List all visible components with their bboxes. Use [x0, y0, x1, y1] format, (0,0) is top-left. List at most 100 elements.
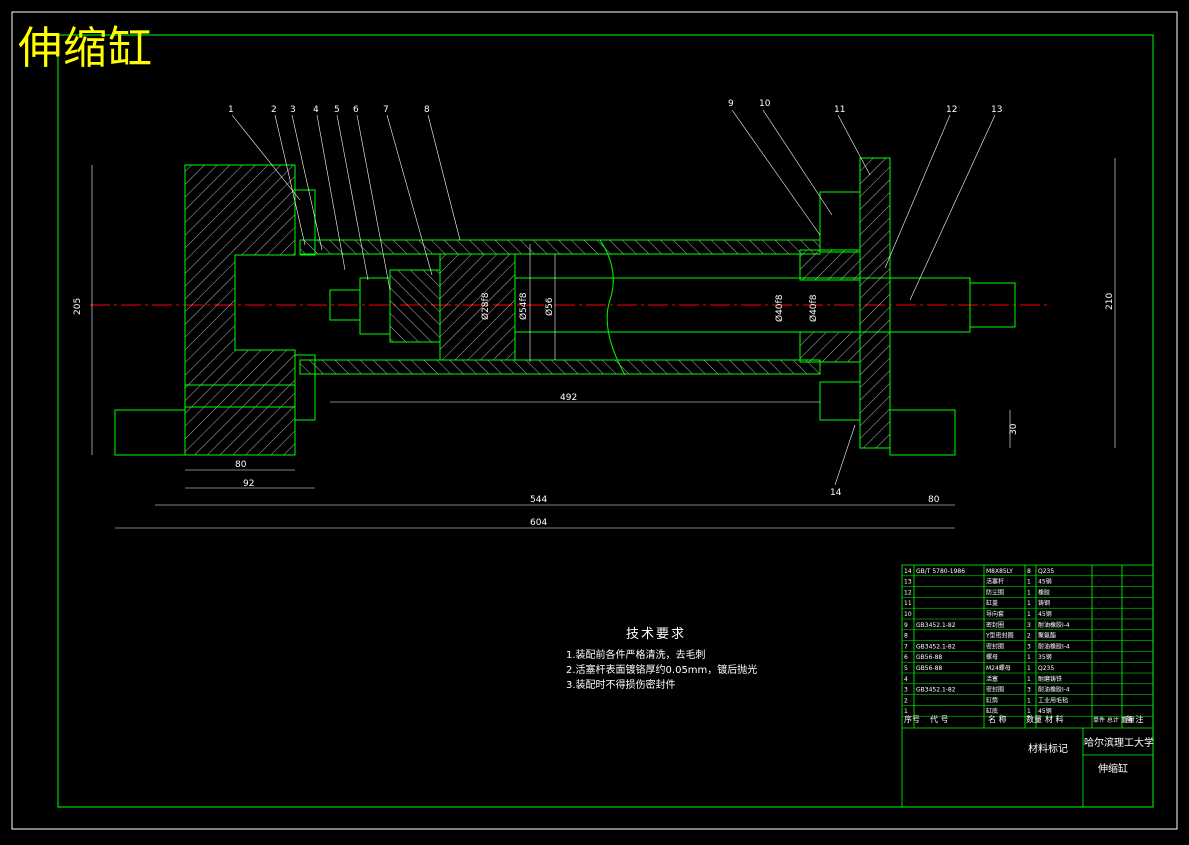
tech-line-3: 3.装配时不得损伤密封件 [566, 680, 676, 691]
material-mark: 材料标记 [1028, 742, 1068, 755]
bom-header-name: 名 称 [988, 714, 1007, 724]
dim-80a: 80 [235, 460, 247, 470]
dim-92: 92 [243, 479, 254, 489]
cylinder-assembly [114, 157, 1016, 456]
piston [439, 253, 516, 361]
bom-cell-qty: 1 [1027, 708, 1031, 715]
bom-cell-qty: 1 [1027, 697, 1031, 704]
bom-cell-qty: 3 [1027, 643, 1031, 650]
dim-30: 30 [1009, 423, 1019, 435]
bom-cell-mat: 橡胶 [1038, 588, 1050, 596]
bom-cell-mat: 45钢 [1038, 610, 1052, 618]
balloon-1: 1 [228, 105, 234, 115]
piston-nut [389, 269, 441, 343]
rod-nut-2 [359, 277, 391, 335]
bom-cell-qty: 3 [1027, 687, 1031, 694]
part-title: 伸缩缸 [1098, 762, 1128, 775]
bom-cell-name: 螺母 [986, 653, 998, 661]
bom-cell-mat: 45钢 [1038, 707, 1052, 715]
dim-544: 544 [530, 495, 547, 505]
bom-cell-code: GB3452.1-82 [916, 622, 956, 629]
bom-cell-code: GB56-88 [916, 665, 942, 672]
bom-cell-code: GB/T 5780-1986 [916, 568, 965, 575]
bom-cell-no: 11 [904, 600, 912, 607]
cylinder-head [859, 157, 891, 449]
bom-cell-no: 3 [904, 687, 908, 694]
bom-cell-name: 缸盖 [986, 599, 998, 607]
bom-cell-no: 4 [904, 676, 908, 683]
bom-header-code: 代 号 [930, 714, 949, 724]
bom-cell-mat: Q235 [1038, 665, 1054, 672]
bom-cell-no: 7 [904, 643, 908, 650]
inner-frame [57, 34, 1154, 808]
balloon-2: 2 [271, 105, 277, 115]
tube-flange-bottom [295, 354, 316, 421]
left-bolt [184, 384, 296, 408]
tube-top [299, 239, 821, 255]
break-line [599, 239, 626, 376]
bom-cell-name: M8X85LY [986, 568, 1013, 575]
tube-flange-top [295, 189, 316, 256]
bom-cell-no: 9 [904, 622, 908, 629]
bom-table-grid [901, 564, 1154, 808]
dim-80b: 80 [928, 495, 940, 505]
guide-bottom [799, 331, 861, 363]
bom-cell-name: 密封圈 [986, 642, 1004, 650]
bom-cell-code: GB3452.1-82 [916, 643, 956, 650]
bom-cell-name: 导向套 [986, 610, 1004, 618]
bom-cell-no: 5 [904, 665, 908, 672]
bom-cell-no: 10 [904, 611, 912, 618]
bom-cell-mat: 聚氨酯 [1038, 632, 1056, 640]
dimension-texts: 205 210 30 80 92 492 544 80 604 Ø28f8 Ø5… [73, 292, 1115, 528]
right-mount [889, 409, 956, 456]
bom-cell-name: 密封圈 [986, 621, 1004, 629]
balloon-9: 9 [728, 99, 734, 109]
rod-end [969, 282, 1016, 328]
bom-cell-no: 14 [904, 568, 912, 575]
dim-dia54: Ø54f8 [518, 292, 529, 320]
bom-cell-name: 活塞 [986, 675, 998, 683]
dim-205: 205 [73, 298, 83, 315]
bom-cell-no: 6 [904, 654, 908, 661]
balloon-12: 12 [946, 105, 957, 115]
bom-cell-name: 防尘圈 [986, 588, 1004, 596]
bom-cell-name: 密封圈 [986, 686, 1004, 694]
balloon-labels: 1 2 3 4 5 6 7 8 9 10 11 12 13 14 [228, 99, 1002, 498]
bom-cell-code: GB3452.1-82 [916, 687, 956, 694]
bom-header-no: 序号 [904, 714, 920, 724]
tube-bottom [299, 359, 821, 375]
bom-cell-qty: 1 [1027, 579, 1031, 586]
tech-heading: 技术要求 [626, 627, 687, 642]
balloon-10: 10 [759, 99, 771, 109]
bom-cell-no: 8 [904, 633, 908, 640]
bom-cell-no: 1 [904, 708, 908, 715]
bom-cell-no: 12 [904, 589, 912, 596]
bom-cell-qty: 1 [1027, 676, 1031, 683]
drawing-title: 伸缩缸 [18, 23, 153, 74]
head-flange-top [819, 191, 861, 253]
bom-cell-mat: 耐油橡胶I-4 [1038, 686, 1070, 694]
bom-header-weight: 单件 总计 重 量 [1093, 716, 1135, 724]
bom-cell-code: GB56-88 [916, 654, 942, 661]
dim-210: 210 [1105, 293, 1115, 310]
bom-cell-mat: 耐磨铸铁 [1038, 675, 1062, 683]
bom-cell-mat: 45钢 [1038, 578, 1052, 586]
balloon-7: 7 [383, 105, 389, 115]
bom-header-qty: 数量 [1026, 714, 1042, 724]
dim-dia40: Ø40f8 [774, 294, 785, 322]
bom-cell-name: M24螺母 [986, 664, 1011, 672]
technical-requirements: 技术要求 1.装配前各件严格清洗，去毛刺 2.活塞杆表面镀铬厚约0.05mm，镀… [566, 627, 757, 693]
bom-footer: 序号 代 号 名 称 数量 材 料 单件 总计 重 量 备 注 材料标记 哈尔滨… [904, 714, 1154, 775]
bom-cell-mat: 耐油橡胶I-4 [1038, 621, 1070, 629]
bom-cell-qty: 2 [1027, 633, 1031, 640]
dimension-lines [91, 158, 1116, 529]
balloon-8: 8 [424, 105, 430, 115]
leader-lines [231, 109, 996, 486]
tech-line-1: 1.装配前各件严格清洗，去毛刺 [566, 650, 706, 661]
balloon-13: 13 [991, 105, 1002, 115]
bom-cell-name: Y型密封圈 [985, 632, 1014, 640]
bom-cell-qty: 1 [1027, 665, 1031, 672]
bom-cell-name: 缸底 [986, 707, 998, 715]
bom-cell-name: 活塞杆 [986, 578, 1004, 586]
